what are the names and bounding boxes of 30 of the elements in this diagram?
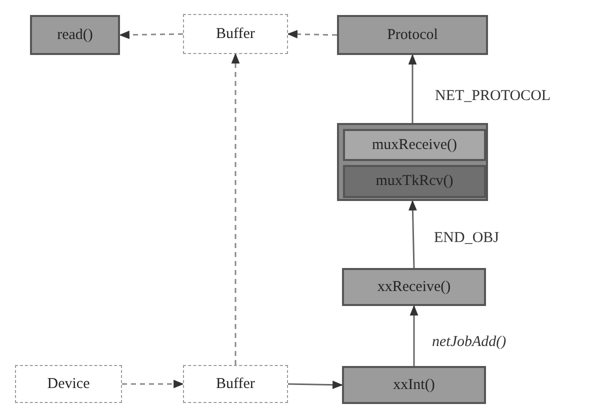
edge-label: END_OBJ (432, 230, 502, 247)
dashed-box (183, 365, 288, 403)
arrow (408, 54, 417, 123)
box-label: Buffer (216, 376, 255, 392)
arrow (118, 30, 184, 40)
edge-label: netJobAdd() (430, 334, 508, 351)
box-label: read() (57, 26, 93, 44)
arrow (286, 30, 338, 38)
box-label: Device (47, 376, 90, 392)
box-label: xxReceive() (377, 278, 451, 296)
arrow (231, 52, 240, 365)
arrow (408, 200, 417, 268)
process-box (342, 366, 486, 404)
process-box (343, 165, 486, 198)
box-label: xxInt() (393, 376, 435, 394)
dashed-box (15, 365, 122, 403)
process-box (342, 268, 486, 306)
group-box (337, 123, 488, 201)
dashed-box (183, 14, 288, 54)
process-box (30, 15, 120, 55)
process-box (337, 15, 488, 55)
edge-label: NET_PROTOCOL (433, 88, 553, 105)
box-label: Protocol (387, 26, 438, 44)
arrow (288, 380, 344, 390)
arrow (410, 304, 418, 366)
arrow (122, 380, 184, 388)
box-label: muxTkRcv() (376, 173, 454, 190)
process-box (343, 129, 486, 161)
box-label: muxReceive() (372, 136, 457, 154)
box-label: Buffer (216, 26, 255, 42)
